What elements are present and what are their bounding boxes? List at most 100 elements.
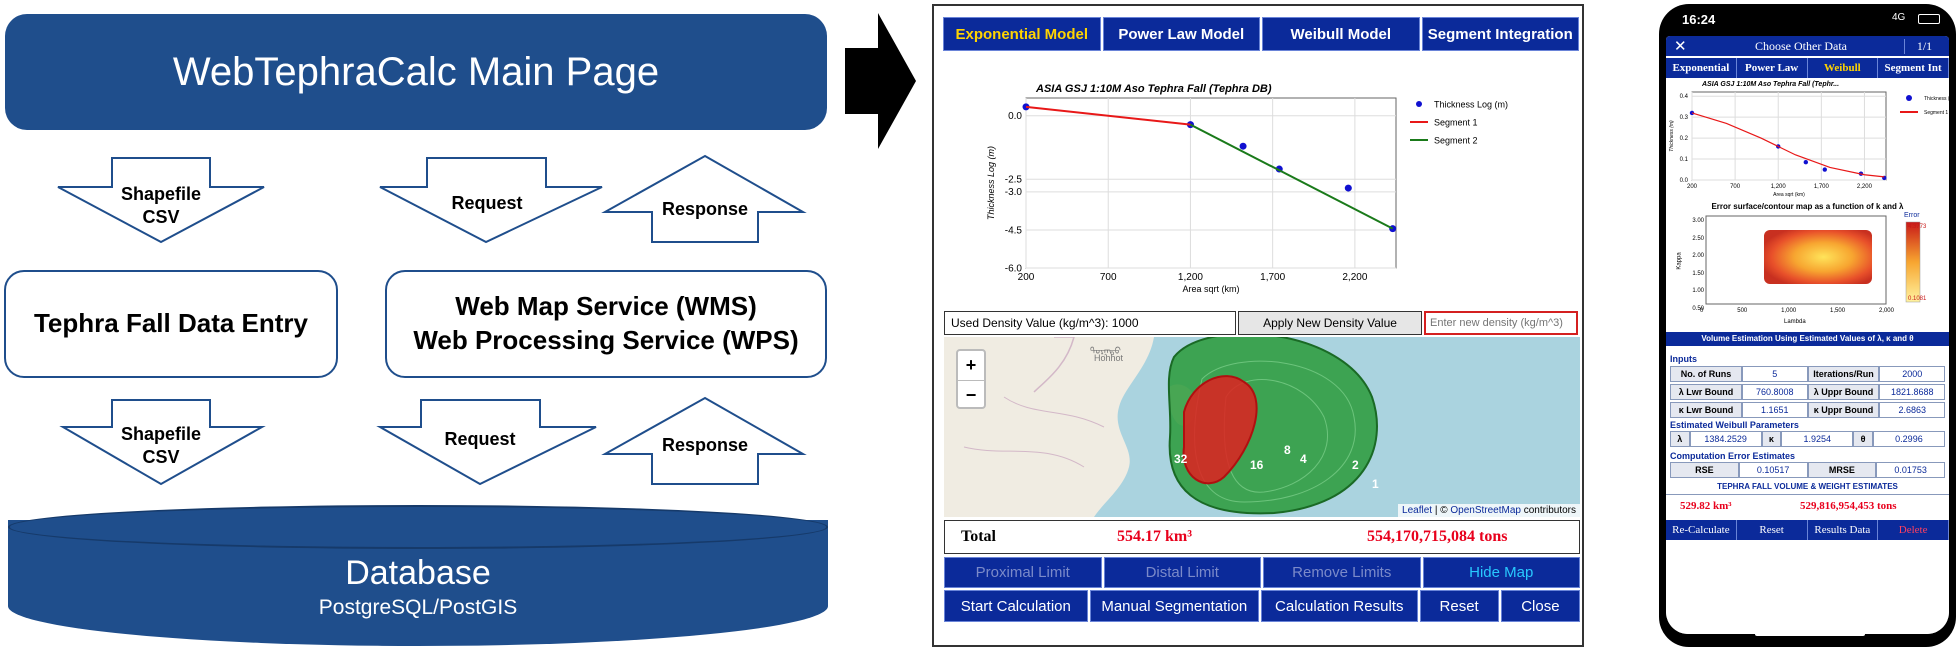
contour-label-8: 8 bbox=[1284, 443, 1291, 457]
input-value[interactable]: 2000 bbox=[1879, 366, 1945, 382]
weibull-value[interactable]: 1.9254 bbox=[1781, 431, 1854, 447]
results-data-button[interactable]: Results Data bbox=[1807, 520, 1879, 540]
tab-power-law-model[interactable]: Power Law Model bbox=[1102, 17, 1260, 51]
data-point bbox=[1689, 110, 1695, 116]
start-calculation-button[interactable]: Start Calculation bbox=[944, 590, 1088, 622]
total-label: Total bbox=[961, 528, 996, 545]
x-tick-label: 1,200 bbox=[1178, 272, 1203, 283]
tab-segment-integration[interactable]: Segment Integration bbox=[1421, 17, 1579, 51]
attribution-text: contributors bbox=[1520, 505, 1576, 516]
weibull-symbol: κ bbox=[1761, 431, 1782, 447]
y-tick-label: 0.1 bbox=[1680, 157, 1689, 163]
colorbar-min: 0.1081 bbox=[1908, 296, 1927, 302]
manual-segmentation-button[interactable]: Manual Segmentation bbox=[1089, 590, 1259, 622]
totals-bar: Total 554.17 km³ 554,170,715,084 tons bbox=[944, 520, 1580, 554]
input-label: No. of Runs bbox=[1670, 366, 1742, 382]
error-value[interactable]: 0.10517 bbox=[1738, 462, 1808, 478]
leaflet-link[interactable]: Leaflet bbox=[1402, 505, 1433, 516]
inputs-label: Inputs bbox=[1670, 354, 1697, 364]
recalculate-button[interactable]: Re-Calculate bbox=[1666, 520, 1737, 540]
map-place-label-1: ᠳᠣᠷᠨᠠᠳᠤ bbox=[1090, 346, 1121, 356]
data-point bbox=[1822, 167, 1827, 172]
error-value[interactable]: 0.01753 bbox=[1876, 462, 1945, 478]
hide-map-button[interactable]: Hide Map bbox=[1422, 557, 1580, 588]
weibull-symbol: θ bbox=[1853, 431, 1873, 447]
proximal-limit-button[interactable]: Proximal Limit bbox=[944, 557, 1102, 588]
x-tick-label: 2,200 bbox=[1857, 184, 1873, 190]
down-arrow-shapefile-bottom bbox=[59, 399, 266, 486]
contour-label-32: 32 bbox=[1174, 452, 1188, 466]
phone-tab-segment-int[interactable]: Segment Int bbox=[1878, 58, 1949, 78]
phone-tab-exponential[interactable]: Exponential bbox=[1666, 58, 1737, 78]
colorbar-max: 4.3773 bbox=[1908, 224, 1927, 230]
tab-exponential-model[interactable]: Exponential Model bbox=[943, 17, 1101, 51]
phone-volume: 529.82 km³ bbox=[1680, 500, 1732, 512]
input-value[interactable]: 1.1651 bbox=[1741, 402, 1808, 418]
tab-weibull-model[interactable]: Weibull Model bbox=[1262, 17, 1420, 51]
y-tick-label: 0.2 bbox=[1680, 136, 1689, 142]
close-icon[interactable]: ✕ bbox=[1674, 39, 1687, 55]
phone-tab-weibull[interactable]: Weibull bbox=[1807, 58, 1879, 78]
y-tick-label: -4.5 bbox=[1005, 225, 1023, 236]
distal-limit-button[interactable]: Distal Limit bbox=[1103, 557, 1261, 588]
model-tabs: Exponential Model Power Law Model Weibul… bbox=[943, 17, 1579, 51]
x-tick-label: 1,700 bbox=[1814, 184, 1830, 190]
series-line-1 bbox=[1025, 105, 1191, 126]
map-attribution: Leaflet | © OpenStreetMap contributors bbox=[1398, 504, 1580, 517]
phone-tab-power-law[interactable]: Power Law bbox=[1736, 58, 1808, 78]
right-arrow-icon bbox=[845, 13, 916, 149]
legend-swatch bbox=[1416, 101, 1422, 107]
x-tick-label: 1,200 bbox=[1771, 184, 1787, 190]
response-label-bottom: Response bbox=[661, 435, 749, 455]
close-button[interactable]: Close bbox=[1500, 590, 1580, 622]
phone-screen: ✕ Choose Other Data 1/1 Exponential Powe… bbox=[1666, 36, 1949, 634]
input-value[interactable]: 5 bbox=[1741, 366, 1808, 382]
legend-label: Segment 1 bbox=[1434, 117, 1478, 127]
input-value[interactable]: 1821.8688 bbox=[1879, 384, 1945, 400]
remove-limits-button[interactable]: Remove Limits bbox=[1263, 557, 1421, 588]
choose-data-button[interactable]: Choose Other Data bbox=[1755, 39, 1847, 53]
down-arrow-request-bottom bbox=[376, 399, 597, 486]
up-arrow-response-top bbox=[601, 154, 807, 243]
up-arrow-response-bottom bbox=[601, 396, 807, 485]
weibull-value[interactable]: 0.2996 bbox=[1872, 431, 1946, 447]
density-input[interactable] bbox=[1424, 311, 1578, 335]
y-tick-label: 0.0 bbox=[1008, 111, 1022, 122]
input-value[interactable]: 2.6863 bbox=[1879, 402, 1945, 418]
down-arrow-shapefile-top bbox=[57, 157, 265, 244]
phone-model-tabs: Exponential Power Law Weibull Segment In… bbox=[1666, 58, 1949, 78]
reset-button[interactable]: Reset bbox=[1419, 590, 1499, 622]
x-axis-label: Area sqrt (km) bbox=[1182, 284, 1239, 294]
error-label: RSE bbox=[1670, 462, 1739, 478]
zoom-out-button[interactable]: − bbox=[965, 385, 977, 405]
contour-label-2: 2 bbox=[1352, 458, 1359, 472]
phone-weight: 529,816,954,453 tons bbox=[1800, 500, 1897, 512]
tephra-data-entry-box: Tephra Fall Data Entry bbox=[4, 270, 338, 378]
delete-button[interactable]: Delete bbox=[1878, 520, 1949, 540]
request-label-bottom: Request bbox=[444, 429, 516, 449]
osm-link[interactable]: OpenStreetMap bbox=[1450, 505, 1521, 516]
y-axis-label: Thickness (m) bbox=[1669, 120, 1675, 152]
apply-density-button[interactable]: Apply New Density Value bbox=[1238, 311, 1422, 335]
phone-reset-button[interactable]: Reset bbox=[1736, 520, 1808, 540]
input-value[interactable]: 760.8008 bbox=[1741, 384, 1808, 400]
x-tick-label: 200 bbox=[1687, 184, 1698, 190]
home-indicator bbox=[1755, 632, 1865, 636]
diagram-arrows bbox=[57, 154, 807, 486]
request-label-top: Request bbox=[451, 193, 523, 213]
zoom-in-button[interactable]: + bbox=[958, 351, 984, 381]
input-label: κ Uppr Bound bbox=[1807, 402, 1880, 418]
tephra-map[interactable]: ᠳᠣᠷᠨᠠᠳᠤ Hohhot 32 16 8 4 2 1 + − Leaflet… bbox=[944, 337, 1580, 517]
weibull-value[interactable]: 1384.2529 bbox=[1689, 431, 1762, 447]
data-point bbox=[1239, 142, 1247, 150]
data-point bbox=[1389, 225, 1397, 233]
calculation-results-button[interactable]: Calculation Results bbox=[1261, 590, 1418, 622]
y-tick-label: -2.5 bbox=[1005, 175, 1023, 186]
zoom-control: + − bbox=[956, 349, 986, 409]
heatmap-xlabel: Lambda bbox=[1784, 319, 1806, 325]
x-tick-label: 700 bbox=[1100, 272, 1117, 283]
